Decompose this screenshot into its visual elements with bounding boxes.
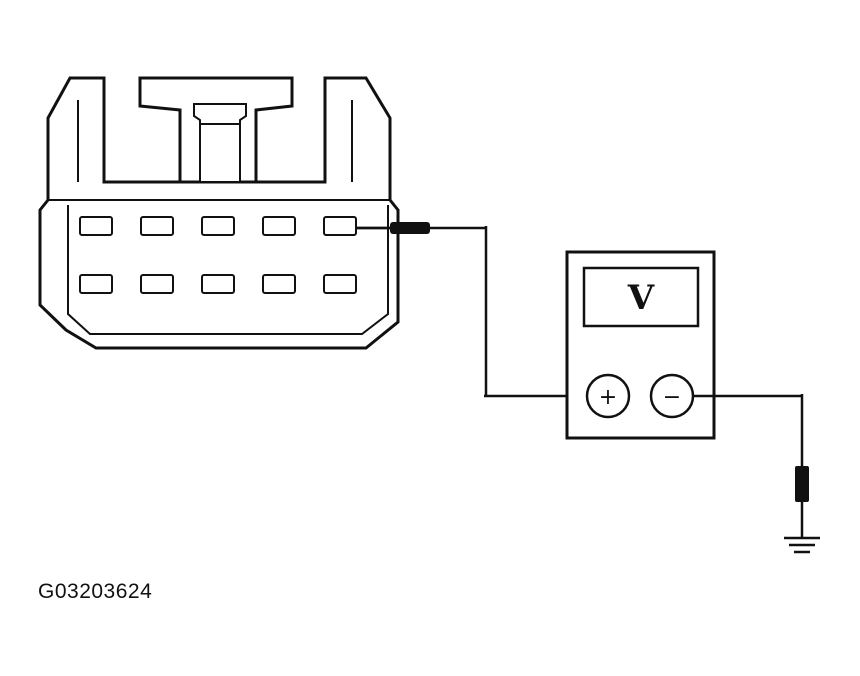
voltmeter-label: V [627,278,655,318]
ground-probe-clip [795,466,809,502]
voltmeter: V + − [565,250,716,440]
connector-pins [79,216,357,294]
negative-lead [693,394,809,538]
connector-housing [38,76,400,350]
figure-id: G03203624 [38,580,153,603]
probe-tip [390,222,430,234]
connector-pin [323,216,357,236]
connector-pin [201,274,235,294]
connector-pin [79,216,113,236]
negative-terminal-label: − [663,385,681,410]
voltmeter-display [582,266,700,328]
positive-terminal-label: + [599,385,617,410]
connector-pin [323,274,357,294]
connector-pin [79,274,113,294]
connector-body-edge [67,205,389,335]
connector-pin [262,216,296,236]
ground-icon [784,536,820,554]
positive-terminal [585,373,631,419]
connector-latch-tab [193,103,247,183]
connector-pin [140,274,174,294]
connector-pin [140,216,174,236]
connector [38,76,400,350]
connector-pin [201,216,235,236]
connector-pin [262,274,296,294]
